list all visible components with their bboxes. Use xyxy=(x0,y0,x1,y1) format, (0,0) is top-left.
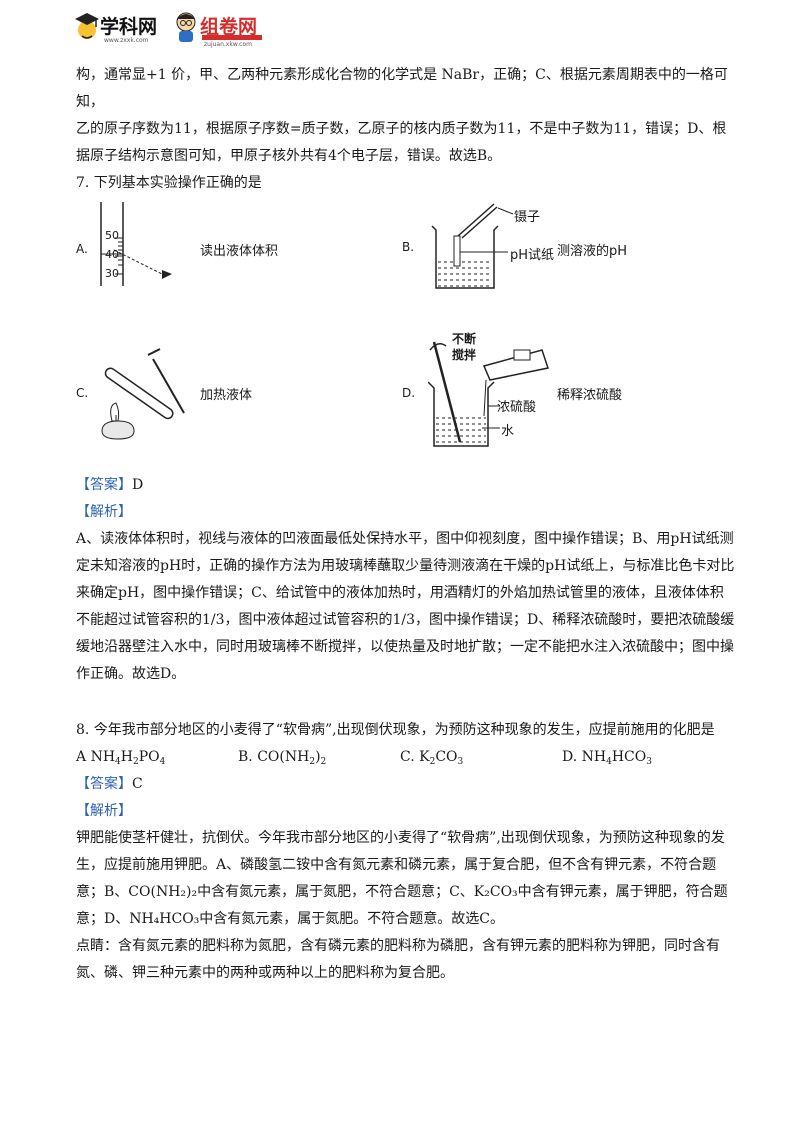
prev-answer-line-1: 构，通常显+1 价，甲、乙两种元素形成化合物的化学式是 NaBr，正确；C、根据… xyxy=(76,67,728,110)
option-d-caption: 稀释浓硫酸 xyxy=(557,388,623,403)
document-body: 构，通常显+1 价，甲、乙两种元素形成化合物的化学式是 NaBr，正确；C、根据… xyxy=(76,62,736,197)
q7-solution: 【答案】D 【解析】 A、读液体体积时，视线与液体的凹液面最低处保持水平，图中仰… xyxy=(76,472,736,688)
cylinder-mark-30: 30 xyxy=(105,267,119,280)
q8-note: 点睛：含有氮元素的肥料称为氮肥，含有磷元素的肥料称为磷肥，含有钾元素的肥料称为钾… xyxy=(76,938,720,981)
stir-tag-1: 不断 xyxy=(452,332,477,346)
analysis-tag: 【解析】 xyxy=(76,504,132,520)
q8-option-b: B. CO(NH2)2 xyxy=(238,749,327,767)
logo-zxxk-text: 学科网 xyxy=(100,16,158,38)
cylinder-mark-50: 50 xyxy=(105,229,119,242)
logo-zujuan-url: zujuan.xkw.com xyxy=(204,41,252,48)
q8-answer-tag: 【答案】 xyxy=(76,776,132,792)
header-logos: 学科网 www.zxxk.com 组卷网 zujuan.xkw.com xyxy=(74,10,294,50)
graduation-cap-icon xyxy=(75,13,99,39)
q7-answer: D xyxy=(132,477,144,493)
stir-tag-2: 搅拌 xyxy=(452,348,477,362)
graduated-cylinder-figure xyxy=(100,202,172,286)
logo-red-bar xyxy=(202,35,262,40)
q8-option-c: C. K2CO3 xyxy=(400,749,464,767)
q7-answer-line: 【答案】D xyxy=(76,472,736,499)
conc-acid-tag: 浓硫酸 xyxy=(497,400,537,415)
q7-analysis: A、读液体体积时，视线与液体的凹液面最低处保持水平，图中仰视刻度，图中操作错误；… xyxy=(76,531,735,682)
q8-block: 8. 今年我市部分地区的小麦得了“软骨病”,出现倒伏现象，为预防这种现象的发生，… xyxy=(76,717,736,987)
option-d-label: D. xyxy=(402,386,416,400)
beaker-ph-figure xyxy=(431,203,514,289)
water-tag: 水 xyxy=(501,424,515,439)
answer-tag: 【答案】 xyxy=(76,477,132,493)
q8-option-a: A NH4H2PO4 xyxy=(76,749,166,767)
option-c-caption: 加热液体 xyxy=(200,388,253,403)
tweezers-tag: 镊子 xyxy=(514,210,541,225)
q8-answer-line: 【答案】C xyxy=(76,771,736,798)
option-a-caption: 读出液体体积 xyxy=(200,244,279,259)
cylinder-mark-40: 40 xyxy=(105,248,119,261)
ph-paper-tag: pH试纸 xyxy=(510,248,555,263)
option-b-label: B. xyxy=(402,240,415,254)
q7-figures: A. 50 40 30 读出液体体积 B. 镊子 pH试纸 测溶液的pH C xyxy=(0,0,800,460)
cartoon-boy-icon xyxy=(176,12,196,42)
q8-option-d: D. NH4HCO3 xyxy=(562,749,652,767)
q7-stem: 7. 下列基本实验操作正确的是 xyxy=(76,175,262,191)
q8-options: A NH4H2PO4 B. CO(NH2)2 C. K2CO3 D. NH4HC… xyxy=(76,744,736,771)
prev-answer-line-2: 乙的原子序数为11，根据原子序数=质子数，乙原子的核内质子数为11，不是中子数为… xyxy=(76,121,727,137)
test-tube-heating-figure xyxy=(101,348,185,440)
option-c-label: C. xyxy=(76,386,89,400)
option-b-caption: 测溶液的pH xyxy=(557,244,628,259)
q8-analysis: 钾肥能使茎杆健壮，抗倒伏。今年我市部分地区的小麦得了“软骨病”,出现倒伏现象，为… xyxy=(76,830,728,927)
logo-zxxk-url: www.zxxk.com xyxy=(104,37,149,44)
q8-stem: 8. 今年我市部分地区的小麦得了“软骨病”,出现倒伏现象，为预防这种现象的发生，… xyxy=(76,722,715,738)
logo-zujuan-text: 组卷网 xyxy=(200,16,258,38)
q8-answer: C xyxy=(132,776,143,792)
prev-answer-line-3: 据原子结构示意图可知，甲原子核外共有4个电子层，错误。故选B。 xyxy=(76,148,502,164)
q8-analysis-tag: 【解析】 xyxy=(76,803,132,819)
option-a-label: A. xyxy=(76,242,88,256)
dilute-acid-figure xyxy=(428,341,549,447)
